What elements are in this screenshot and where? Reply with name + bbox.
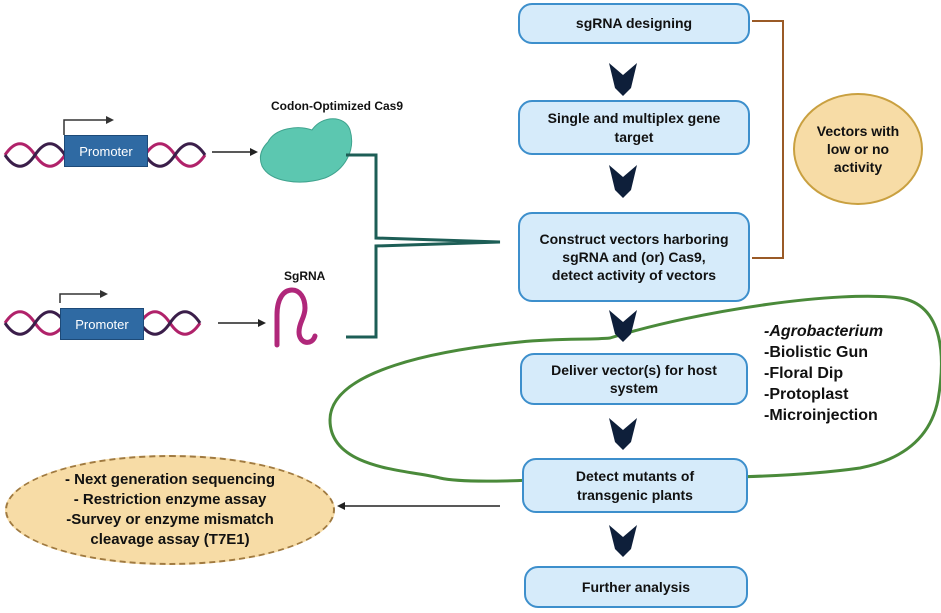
step-construct-line2: sgRNA and (or) Cas9, [562,248,706,265]
step-deliver-line2: system [609,380,659,396]
sgrna-label: SgRNA [284,269,326,283]
step-detect-mutants: Detect mutants of transgenic plants [522,458,748,513]
delivery-method-3: -Floral Dip [764,365,844,382]
sgrna-hairpin-icon [274,287,318,348]
cas9-protein-icon [259,118,353,183]
step-deliver-line1: Deliver vector(s) for host [551,361,717,378]
chevron-5 [609,525,637,557]
step-construct-line1: Construct vectors harboring [539,230,729,247]
transcription-start-arrow-bottom [59,290,108,303]
transcription-start-arrow-top [63,116,114,135]
cas9-label: Codon-Optimized Cas9 [271,99,404,113]
combine-connector [346,153,501,339]
step-gene-target-line1: Single and multiplex gene [547,110,721,127]
assay-1: - Next generation sequencing [64,470,276,488]
vectors-oval-line1: Vectors with [816,122,900,139]
step-further-analysis: Further analysis [524,566,748,608]
delivery-method-2: -Biolistic Gun [764,344,868,361]
arrow-to-cas9 [212,148,258,156]
delivery-method-5: -Microinjection [764,407,878,424]
vectors-low-activity-oval: Vectors with low or no activity [793,93,923,205]
promoter-box-bottom: Promoter [60,308,144,340]
step-gene-target-line2: target [614,128,654,145]
delivery-method-1: -Agrobacterium [764,323,884,340]
chevron-4 [609,418,637,450]
delivery-methods-list: -Agrobacterium -Biolistic Gun -Floral Di… [764,321,883,426]
dna-strand-top [3,142,207,168]
chevron-3 [609,310,637,342]
step-construct-line3: detect activity of vectors [551,267,717,284]
step-gene-target: Single and multiplex gene target [518,100,750,155]
step-sgrna-designing: sgRNA designing [518,3,750,44]
promoter-box-top: Promoter [64,135,148,167]
vectors-oval-line2: low or no [826,140,890,157]
delivery-method-4: -Protoplast [764,386,849,403]
assay-2: - Restriction enzyme assay [73,490,267,508]
step-deliver-vectors: Deliver vector(s) for host system [520,353,748,405]
assay-4: cleavage assay (T7E1) [90,531,250,549]
step-construct-vectors: Construct vectors harboring sgRNA and (o… [518,212,750,302]
feedback-bracket [752,20,784,259]
arrow-to-assays [337,502,500,510]
flow-chevrons [609,63,637,557]
dna-strand-bottom [3,310,202,336]
step-further-analysis-text: Further analysis [581,578,691,595]
chevron-1 [609,63,637,96]
step-sgrna-designing-text: sgRNA designing [575,15,693,32]
step-detect-line1: Detect mutants of [575,468,695,485]
chevron-2 [609,165,637,198]
arrow-to-sgrna [218,319,266,327]
analysis-assays-oval: - Next generation sequencing - Restricti… [5,455,335,565]
step-detect-line2: transgenic plants [577,486,693,503]
vectors-oval-line3: activity [833,159,883,176]
assay-3: -Survey or enzyme mismatch [66,511,274,528]
